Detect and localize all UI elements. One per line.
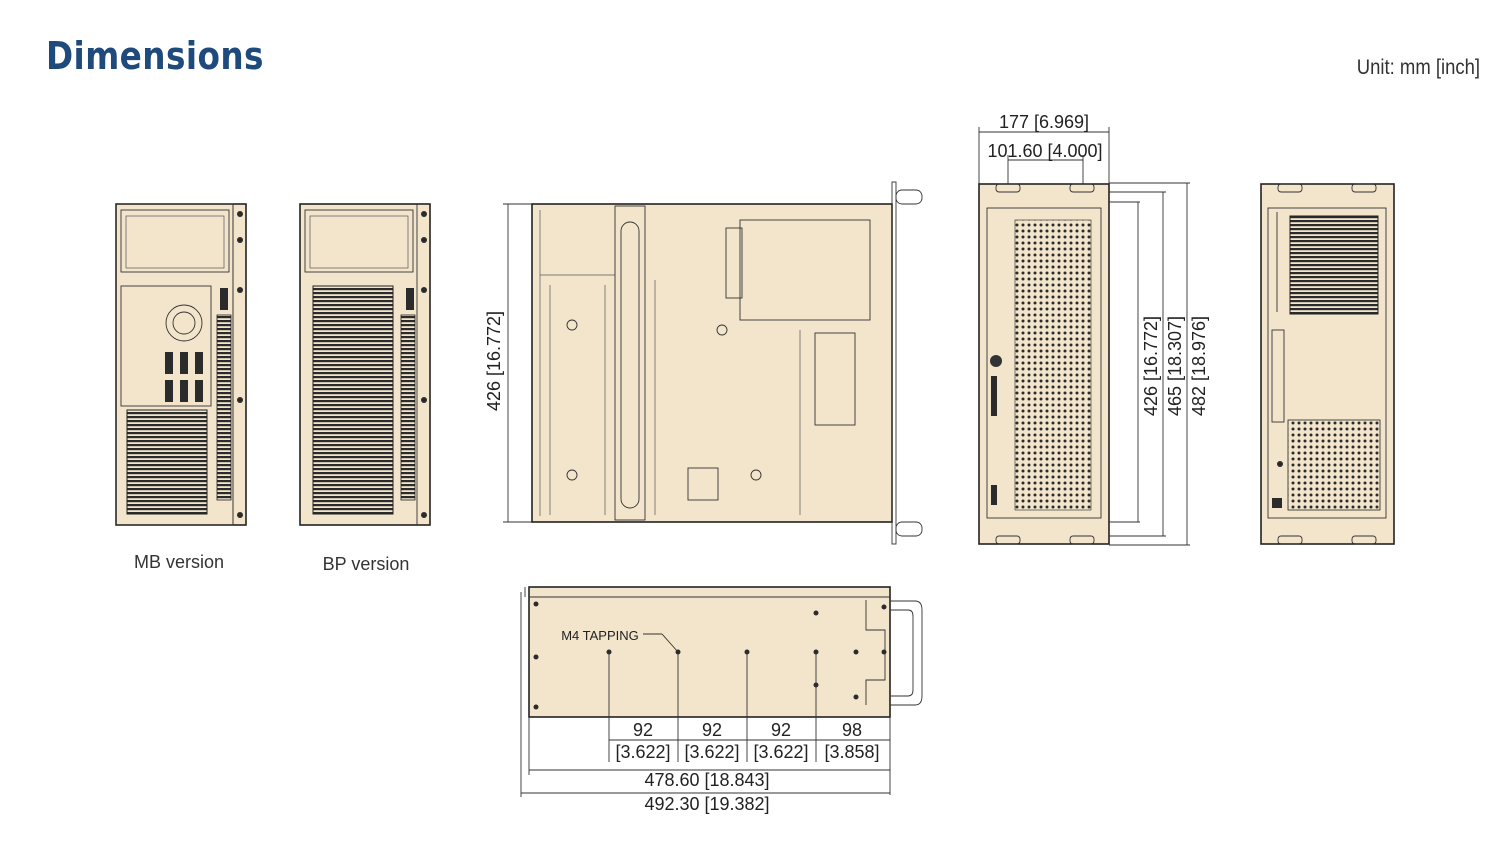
page-title: Dimensions (46, 34, 264, 78)
bp-version-view (299, 203, 431, 526)
spacing-value-3: 92 (771, 720, 791, 740)
side-overall-label: 492.30 [19.382] (644, 794, 769, 814)
spacing-inch-1: [3.622] (615, 742, 670, 762)
mb-version-caption: MB version (134, 552, 224, 572)
front-height-482-label: 482 [18.976] (1189, 316, 1209, 416)
front-inner-width-label: 101.60 [4.000] (987, 141, 1102, 161)
spacing-value-1: 92 (633, 720, 653, 740)
bp-version-caption: BP version (323, 554, 410, 574)
front-height-426-label: 426 [16.772] (1141, 316, 1161, 416)
rear-view (1260, 183, 1395, 545)
front-height-465-label: 465 [18.307] (1165, 316, 1185, 416)
unit-label: Unit: mm [inch] (1356, 56, 1480, 79)
spacing-value-2: 92 (702, 720, 722, 740)
side-view (520, 586, 923, 797)
spacing-value-4: 98 (842, 720, 862, 740)
side-length-label: 478.60 [18.843] (644, 770, 769, 790)
spacing-inch-3: [3.622] (753, 742, 808, 762)
spacing-inch-2: [3.622] (684, 742, 739, 762)
front-width-label: 177 [6.969] (999, 112, 1089, 132)
front-view (978, 127, 1190, 546)
mb-version-view (115, 203, 247, 526)
spacing-inch-4: [3.858] (824, 742, 879, 762)
m4-tapping-note: M4 TAPPING (561, 628, 639, 643)
top-view (503, 181, 923, 545)
top-view-depth-label: 426 [16.772] (484, 311, 504, 411)
